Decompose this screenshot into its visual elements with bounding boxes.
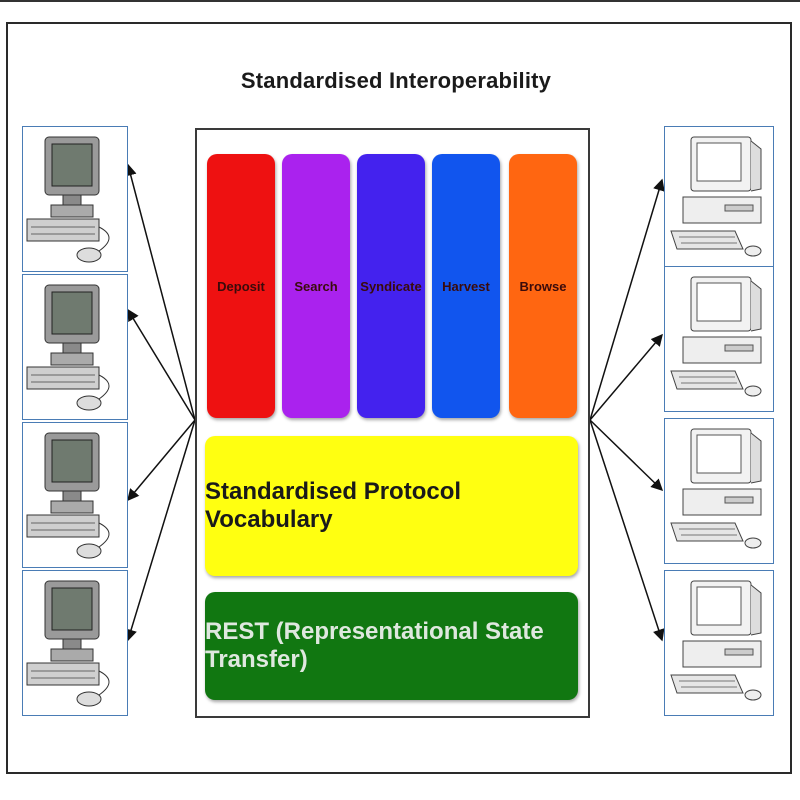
arrow-left-4 — [125, 419, 196, 642]
left-client-2 — [22, 274, 128, 420]
left-client-1 — [22, 126, 128, 272]
operation-harvest-label: Harvest — [442, 278, 490, 294]
operation-deposit-label: Deposit — [217, 278, 265, 294]
operation-deposit: Deposit — [207, 154, 275, 418]
protocol-stack: Deposit Search Syndicate Harvest Browse … — [195, 128, 590, 718]
left-client-4 — [22, 570, 128, 716]
vocabulary-label: Standardised Protocol Vocabulary — [205, 478, 462, 533]
arrow-right-4 — [589, 419, 665, 642]
desktop-computer-icon — [670, 276, 762, 397]
right-client-4 — [664, 570, 774, 716]
desktop-computer-icon — [670, 580, 762, 701]
arrow-left-1 — [124, 163, 196, 421]
operation-harvest: Harvest — [432, 154, 500, 418]
computer-icon — [26, 432, 110, 559]
right-client-2 — [664, 266, 774, 412]
top-border-line — [0, 0, 800, 2]
operation-search-label: Search — [294, 278, 338, 294]
computer-icon — [26, 580, 110, 707]
right-clients — [664, 126, 774, 718]
arrow-right-1 — [589, 178, 665, 421]
operation-browse-label: Browse — [519, 278, 567, 294]
right-client-1 — [664, 126, 774, 272]
arrow-left-3 — [127, 419, 196, 502]
operation-browse: Browse — [509, 154, 577, 418]
desktop-computer-icon — [670, 428, 762, 549]
rest-label: REST (Representational State Transfer) — [205, 618, 544, 673]
operation-search: Search — [282, 154, 350, 418]
computer-icon — [26, 136, 110, 263]
arrow-right-3 — [589, 419, 664, 492]
left-clients — [22, 126, 130, 718]
computer-icon — [26, 284, 110, 411]
diagram-title: Standardised Interoperability — [240, 68, 552, 93]
operation-syndicate: Syndicate — [357, 154, 425, 418]
vocabulary-layer: Standardised Protocol Vocabulary — [205, 436, 578, 576]
arrow-right-2 — [589, 333, 663, 421]
right-client-3 — [664, 418, 774, 564]
operation-syndicate-label: Syndicate — [360, 278, 422, 294]
rest-layer: REST (Representational State Transfer) — [205, 592, 578, 700]
arrow-left-2 — [127, 308, 196, 421]
desktop-computer-icon — [670, 136, 762, 257]
left-client-3 — [22, 422, 128, 568]
